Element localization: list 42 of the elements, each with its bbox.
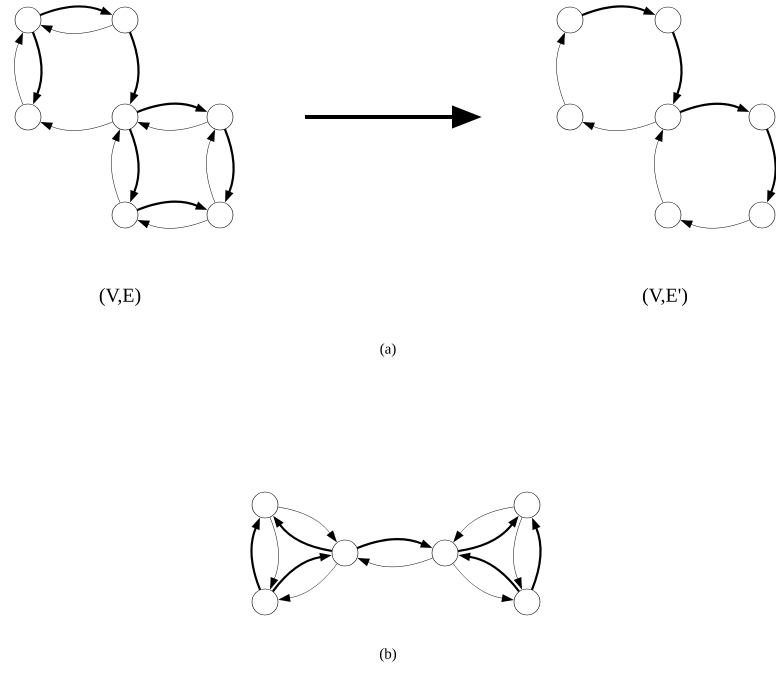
arrow xyxy=(40,122,113,131)
arrow xyxy=(513,517,522,590)
graph-vertex xyxy=(14,6,42,34)
arrow xyxy=(40,24,113,34)
graph-vertex xyxy=(14,104,42,130)
graph-vertex xyxy=(748,202,776,228)
graph-vertex xyxy=(112,6,138,34)
graph-vertex xyxy=(112,202,138,228)
graph-vertex xyxy=(206,202,234,228)
arrow xyxy=(556,32,566,105)
graph-vertex xyxy=(332,540,358,566)
graph-vertex xyxy=(206,104,234,130)
arrow xyxy=(138,122,208,131)
graph-vertex xyxy=(514,588,540,616)
arrow xyxy=(452,563,514,602)
arrow xyxy=(278,563,338,602)
arrow xyxy=(270,517,279,590)
graph-vertex xyxy=(556,104,584,130)
graph-vertex xyxy=(654,6,682,34)
graph-vertex xyxy=(556,6,584,34)
graph-vertex xyxy=(654,202,682,228)
graph-vertex xyxy=(112,104,138,130)
graph-label: (V,E') xyxy=(642,288,688,306)
arrow xyxy=(654,130,664,203)
graph-vertex xyxy=(748,104,776,130)
graph-label: (V,E) xyxy=(100,288,140,306)
arrow xyxy=(278,506,337,542)
arrow xyxy=(582,122,656,131)
arrow xyxy=(14,32,24,105)
arrow xyxy=(453,506,514,542)
graph-vertex xyxy=(654,104,682,130)
subfigure-label: (b) xyxy=(380,648,396,662)
arrow xyxy=(206,130,216,203)
arrow xyxy=(358,558,433,568)
graph-vertex xyxy=(432,540,458,566)
graph-vertex xyxy=(252,588,278,616)
arrow xyxy=(138,220,208,229)
arrow xyxy=(680,220,750,228)
subfigure-label: (a) xyxy=(380,343,396,357)
arrow xyxy=(111,130,120,203)
graph-vertex xyxy=(514,492,540,518)
graph-vertex xyxy=(252,492,278,518)
